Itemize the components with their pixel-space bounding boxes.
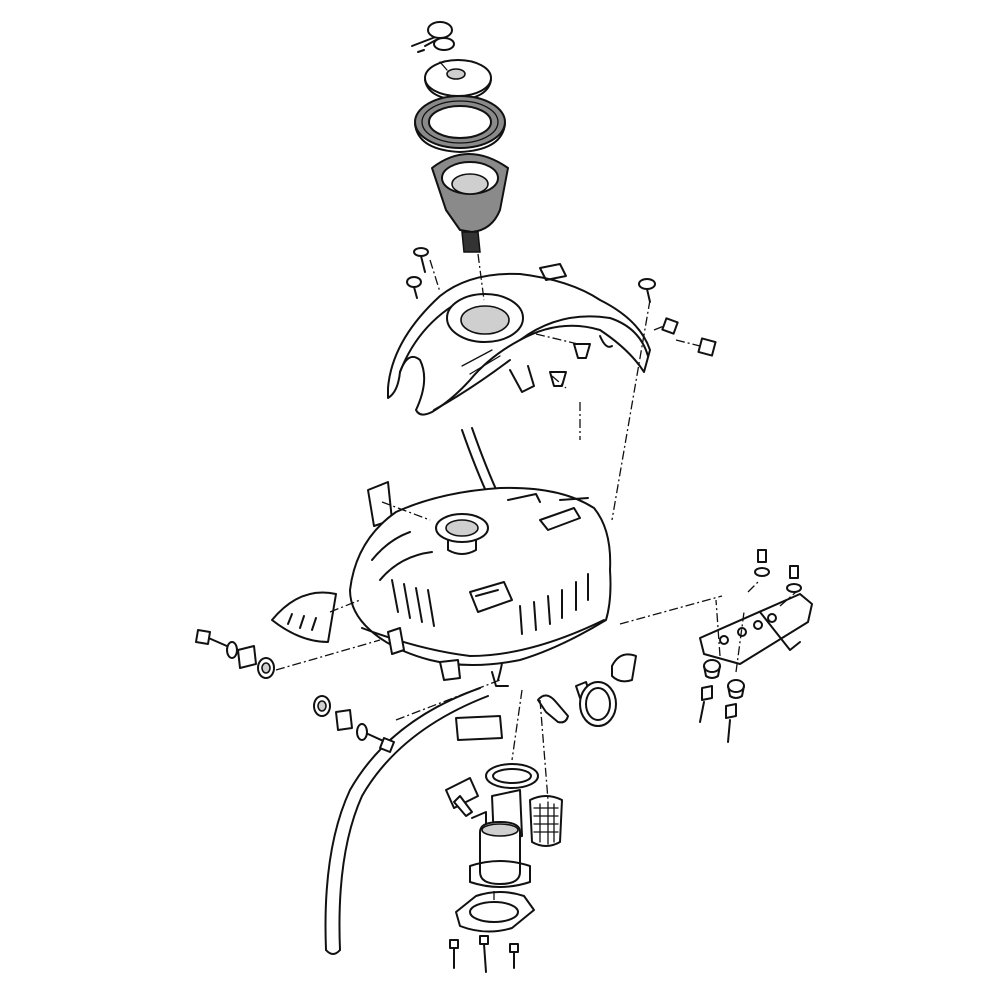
drain-hose: [324, 687, 489, 955]
side-panel-left: [271, 591, 337, 643]
bracket-bolt-1: [754, 549, 770, 577]
filler-neck: [431, 153, 509, 253]
ignition-keys: [411, 21, 455, 53]
mount-screw-2: [725, 703, 737, 743]
cap-gasket-ring: [414, 95, 506, 153]
mounting-bracket-right: [699, 593, 813, 665]
clip-right-2: [697, 337, 717, 357]
bracket-bolt-2: [786, 565, 802, 593]
rubber-mount-1: [703, 659, 721, 679]
base-screw-3: [509, 943, 519, 969]
pump-o-ring: [485, 763, 539, 789]
mount-screw-1: [699, 685, 713, 723]
assembly-lines: [275, 253, 797, 900]
pump-base-plate: [455, 891, 535, 933]
pump-connector: [445, 777, 479, 817]
fuel-pump: [469, 789, 531, 888]
grommet-center-2: [549, 371, 567, 387]
hose-clamp-ring: [579, 681, 617, 727]
label-plate: [455, 715, 503, 741]
fuel-strainer: [529, 795, 563, 847]
bolt-top-right: [638, 278, 656, 303]
hose-bracket: [611, 653, 637, 683]
rubber-mount-2: [727, 679, 745, 699]
tank-top-cover: [387, 263, 651, 416]
base-screw-1: [449, 939, 459, 969]
fuel-cap: [424, 59, 492, 101]
bolt-top-left-1: [413, 247, 429, 273]
clip-right-1: [661, 317, 679, 335]
mounting-bolt-lower-left: [313, 695, 395, 753]
base-screw-2: [479, 935, 489, 973]
grommet-center-1: [573, 343, 591, 359]
fuel-tank: [349, 486, 612, 687]
bolt-top-left-2: [406, 276, 422, 299]
mounting-bolt-left: [195, 629, 275, 679]
